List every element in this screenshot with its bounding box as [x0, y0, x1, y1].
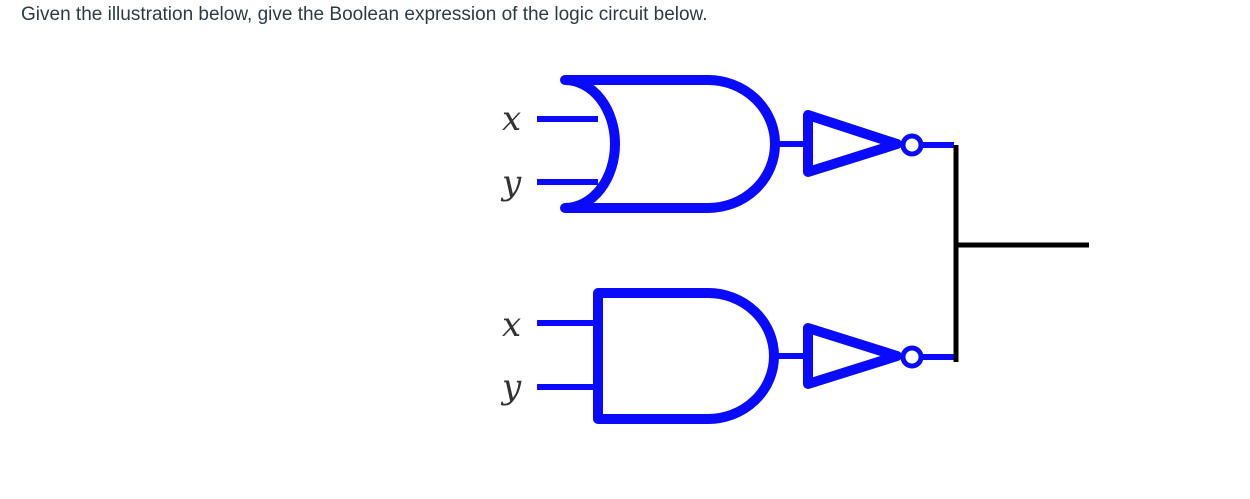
- question-text: Given the illustration below, give the B…: [21, 4, 708, 25]
- bottom-input-y-label: y: [500, 367, 522, 407]
- top-not-gate: [803, 110, 902, 177]
- top-and-gate: [560, 75, 780, 213]
- top-input-x-label: x: [502, 99, 521, 139]
- bottom-gate-group: x y: [500, 288, 954, 424]
- bottom-not-gate: [803, 323, 902, 389]
- bottom-inversion-bubble: [900, 345, 924, 369]
- top-inversion-bubble: [900, 133, 924, 157]
- top-gate-group: x y: [500, 75, 954, 213]
- top-input-y-label: y: [500, 163, 522, 203]
- bottom-input-x-label: x: [502, 305, 521, 345]
- output-wiring: [953, 145, 1089, 362]
- bottom-and-gate: [593, 288, 779, 424]
